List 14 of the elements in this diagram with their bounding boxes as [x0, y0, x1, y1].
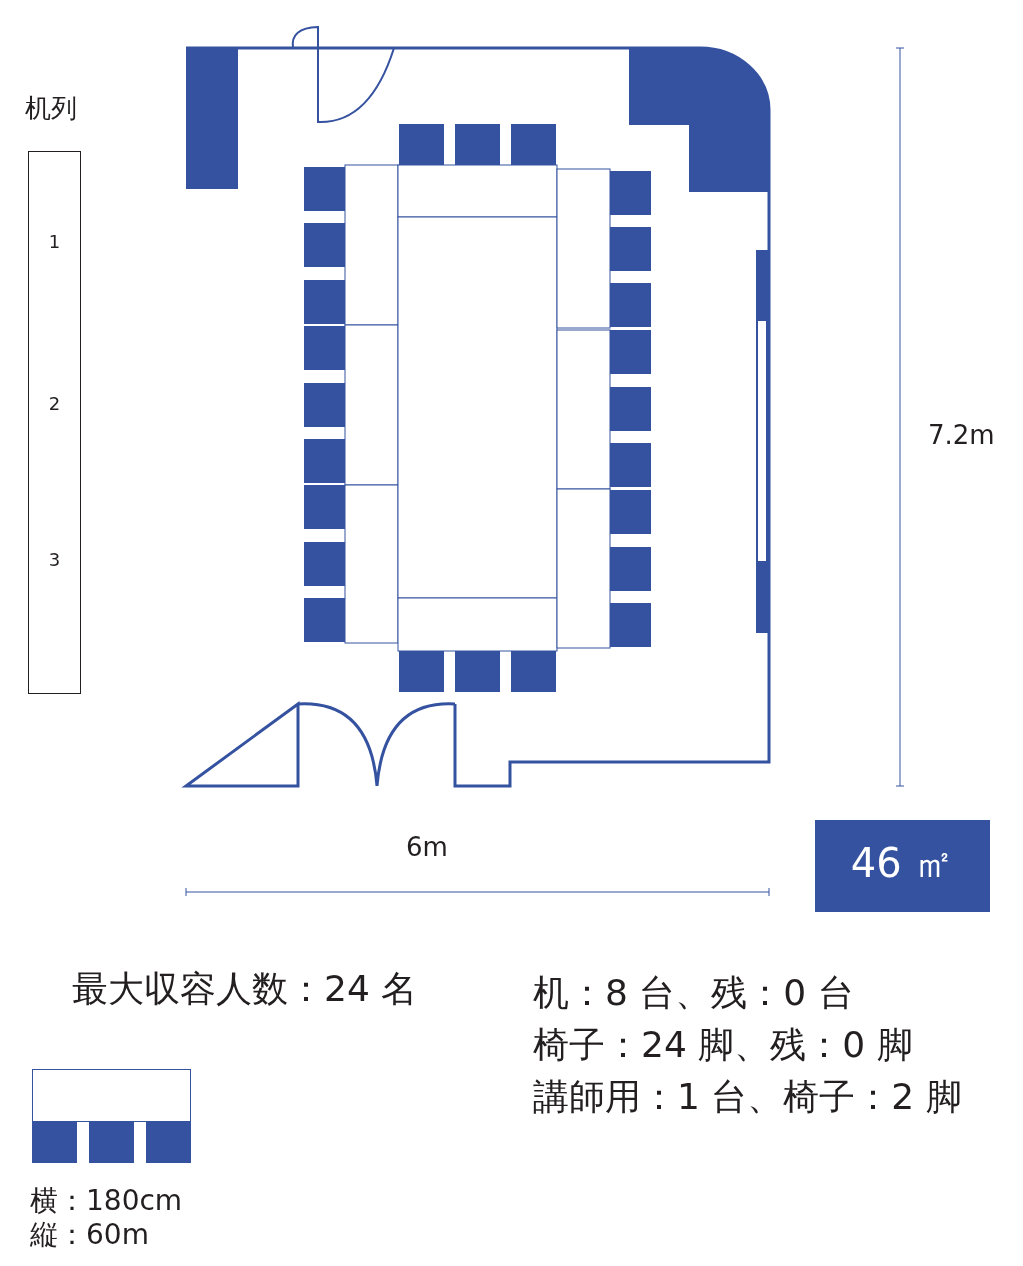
equipment-text: 講師用：1 台、椅子：2 脚	[533, 1076, 962, 1118]
capacity-text: 最大収容人数：24 名	[72, 968, 418, 1010]
column-heading: 机列	[25, 94, 77, 124]
size-text: 横：180cm	[30, 1185, 183, 1218]
size-text: 縦：60m	[30, 1219, 149, 1252]
column-number: 3	[47, 550, 62, 571]
dimension-label: 7.2m	[928, 421, 995, 451]
column-number: 2	[47, 394, 62, 415]
area-value: 46 ㎡	[849, 840, 956, 886]
equipment-text: 椅子：24 脚、残：0 脚	[533, 1024, 913, 1066]
equipment-text: 机：8 台、残：0 台	[533, 972, 854, 1014]
area-panel	[815, 820, 990, 912]
dimension-label: 6m	[406, 833, 448, 863]
column-number: 1	[47, 232, 62, 253]
